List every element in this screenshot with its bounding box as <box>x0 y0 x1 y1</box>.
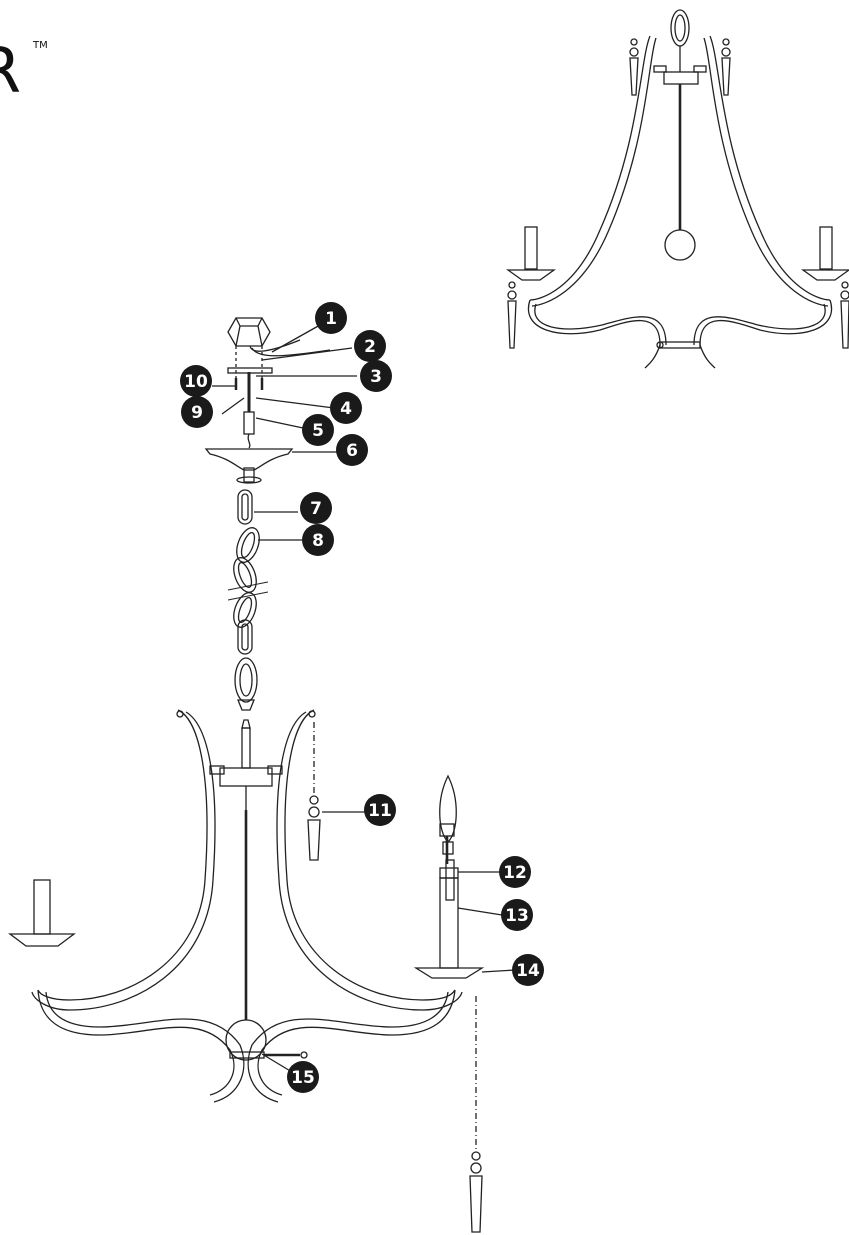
pendant-ball <box>664 229 696 261</box>
callout-badge <box>499 856 531 888</box>
crystal-exploded-side <box>469 996 483 1233</box>
callout-15: 15 <box>287 1061 319 1093</box>
callout-9: 9 <box>181 396 213 428</box>
bobeche <box>413 967 485 979</box>
installed-candle-sleeve <box>33 879 51 935</box>
callout-number: 8 <box>312 531 324 551</box>
callout-3: 3 <box>360 360 392 392</box>
callout-number: 2 <box>364 337 376 357</box>
candle-sleeve-left <box>524 226 538 270</box>
callout-number: 9 <box>191 403 203 423</box>
frame-hub <box>219 767 273 787</box>
crystal-top-right <box>721 38 731 96</box>
callout-badge <box>180 365 212 397</box>
assembled-chandelier <box>505 9 849 369</box>
callout-number: 3 <box>370 367 382 387</box>
callout-badge <box>302 524 334 556</box>
callout-12: 12 <box>499 856 531 888</box>
callout-badge <box>315 302 347 334</box>
crystal-top-left <box>629 38 639 96</box>
callout-badge <box>512 954 544 986</box>
callout-number: 5 <box>312 421 324 441</box>
candle-cover-top <box>439 867 459 879</box>
callout-badge <box>287 1061 319 1093</box>
chain <box>227 489 269 711</box>
callout-number: 14 <box>516 961 540 981</box>
callout-badge <box>302 414 334 446</box>
callout-badge <box>501 899 533 931</box>
callout-2: 2 <box>354 330 386 362</box>
callout-number: 12 <box>503 863 527 883</box>
callout-11: 11 <box>364 794 396 826</box>
candle-sleeve <box>439 877 459 969</box>
callout-4: 4 <box>330 392 362 424</box>
callout-number: 1 <box>325 309 337 329</box>
callout-badge <box>181 396 213 428</box>
callout-8: 8 <box>302 524 334 556</box>
callout-badge <box>364 794 396 826</box>
callout-number: 11 <box>368 801 392 821</box>
crystal-side-left <box>507 281 517 349</box>
exploded-frame <box>8 709 516 1233</box>
callout-10: 10 <box>180 365 212 397</box>
callout-number: 10 <box>184 372 208 392</box>
callout-badge <box>360 360 392 392</box>
candle-sleeve-right <box>819 226 833 270</box>
frame-pendant-ball <box>225 1019 267 1061</box>
callout-badge <box>336 434 368 466</box>
callout-14: 14 <box>512 954 544 986</box>
callout-number: 13 <box>505 906 529 926</box>
callout-1: 1 <box>315 302 347 334</box>
center-hub <box>663 71 699 85</box>
logo-mark: R <box>0 34 21 107</box>
crystal-exploded-top <box>307 722 321 861</box>
callout-badge <box>330 392 362 424</box>
canopy <box>204 448 294 471</box>
logo-trademark: TM <box>32 40 48 51</box>
callout-number: 7 <box>310 499 322 519</box>
callout-5: 5 <box>302 414 334 446</box>
mounting-hardware <box>204 317 357 711</box>
callout-number: 4 <box>340 399 352 419</box>
callout-number: 15 <box>291 1068 315 1088</box>
junction-box <box>227 317 271 347</box>
callout-7: 7 <box>300 492 332 524</box>
callout-badge <box>354 330 386 362</box>
callout-badge <box>300 492 332 524</box>
callout-13: 13 <box>501 899 533 931</box>
candle-bulb <box>439 774 457 855</box>
callout-6: 6 <box>336 434 368 466</box>
crystal-side-right <box>840 281 849 349</box>
brand-logo: R TM <box>0 34 48 107</box>
callout-number: 6 <box>346 441 358 461</box>
